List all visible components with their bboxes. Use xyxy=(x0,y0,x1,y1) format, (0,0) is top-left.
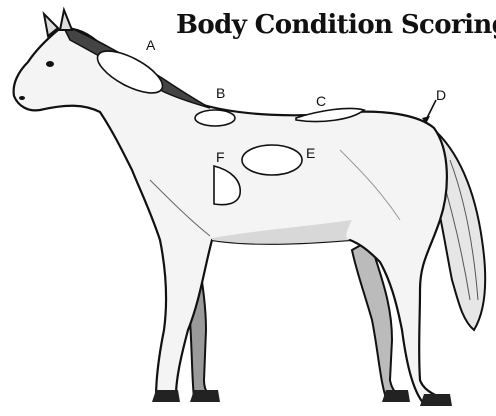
hoof xyxy=(382,390,410,402)
label-b: B xyxy=(216,85,225,101)
nostril xyxy=(19,96,25,100)
label-c: C xyxy=(316,93,326,109)
diagram-title: Body Condition Scoring xyxy=(176,10,488,40)
label-d: D xyxy=(436,87,446,103)
hoof xyxy=(190,390,220,402)
ear xyxy=(60,10,72,30)
label-f: F xyxy=(216,149,225,165)
region-e-ribs-ellipse xyxy=(242,145,302,175)
hoof xyxy=(152,390,180,402)
eye xyxy=(46,61,54,67)
label-e: E xyxy=(306,145,315,161)
hoof xyxy=(420,394,452,406)
region-b-withers-ellipse xyxy=(195,110,235,126)
label-a: A xyxy=(146,37,156,53)
